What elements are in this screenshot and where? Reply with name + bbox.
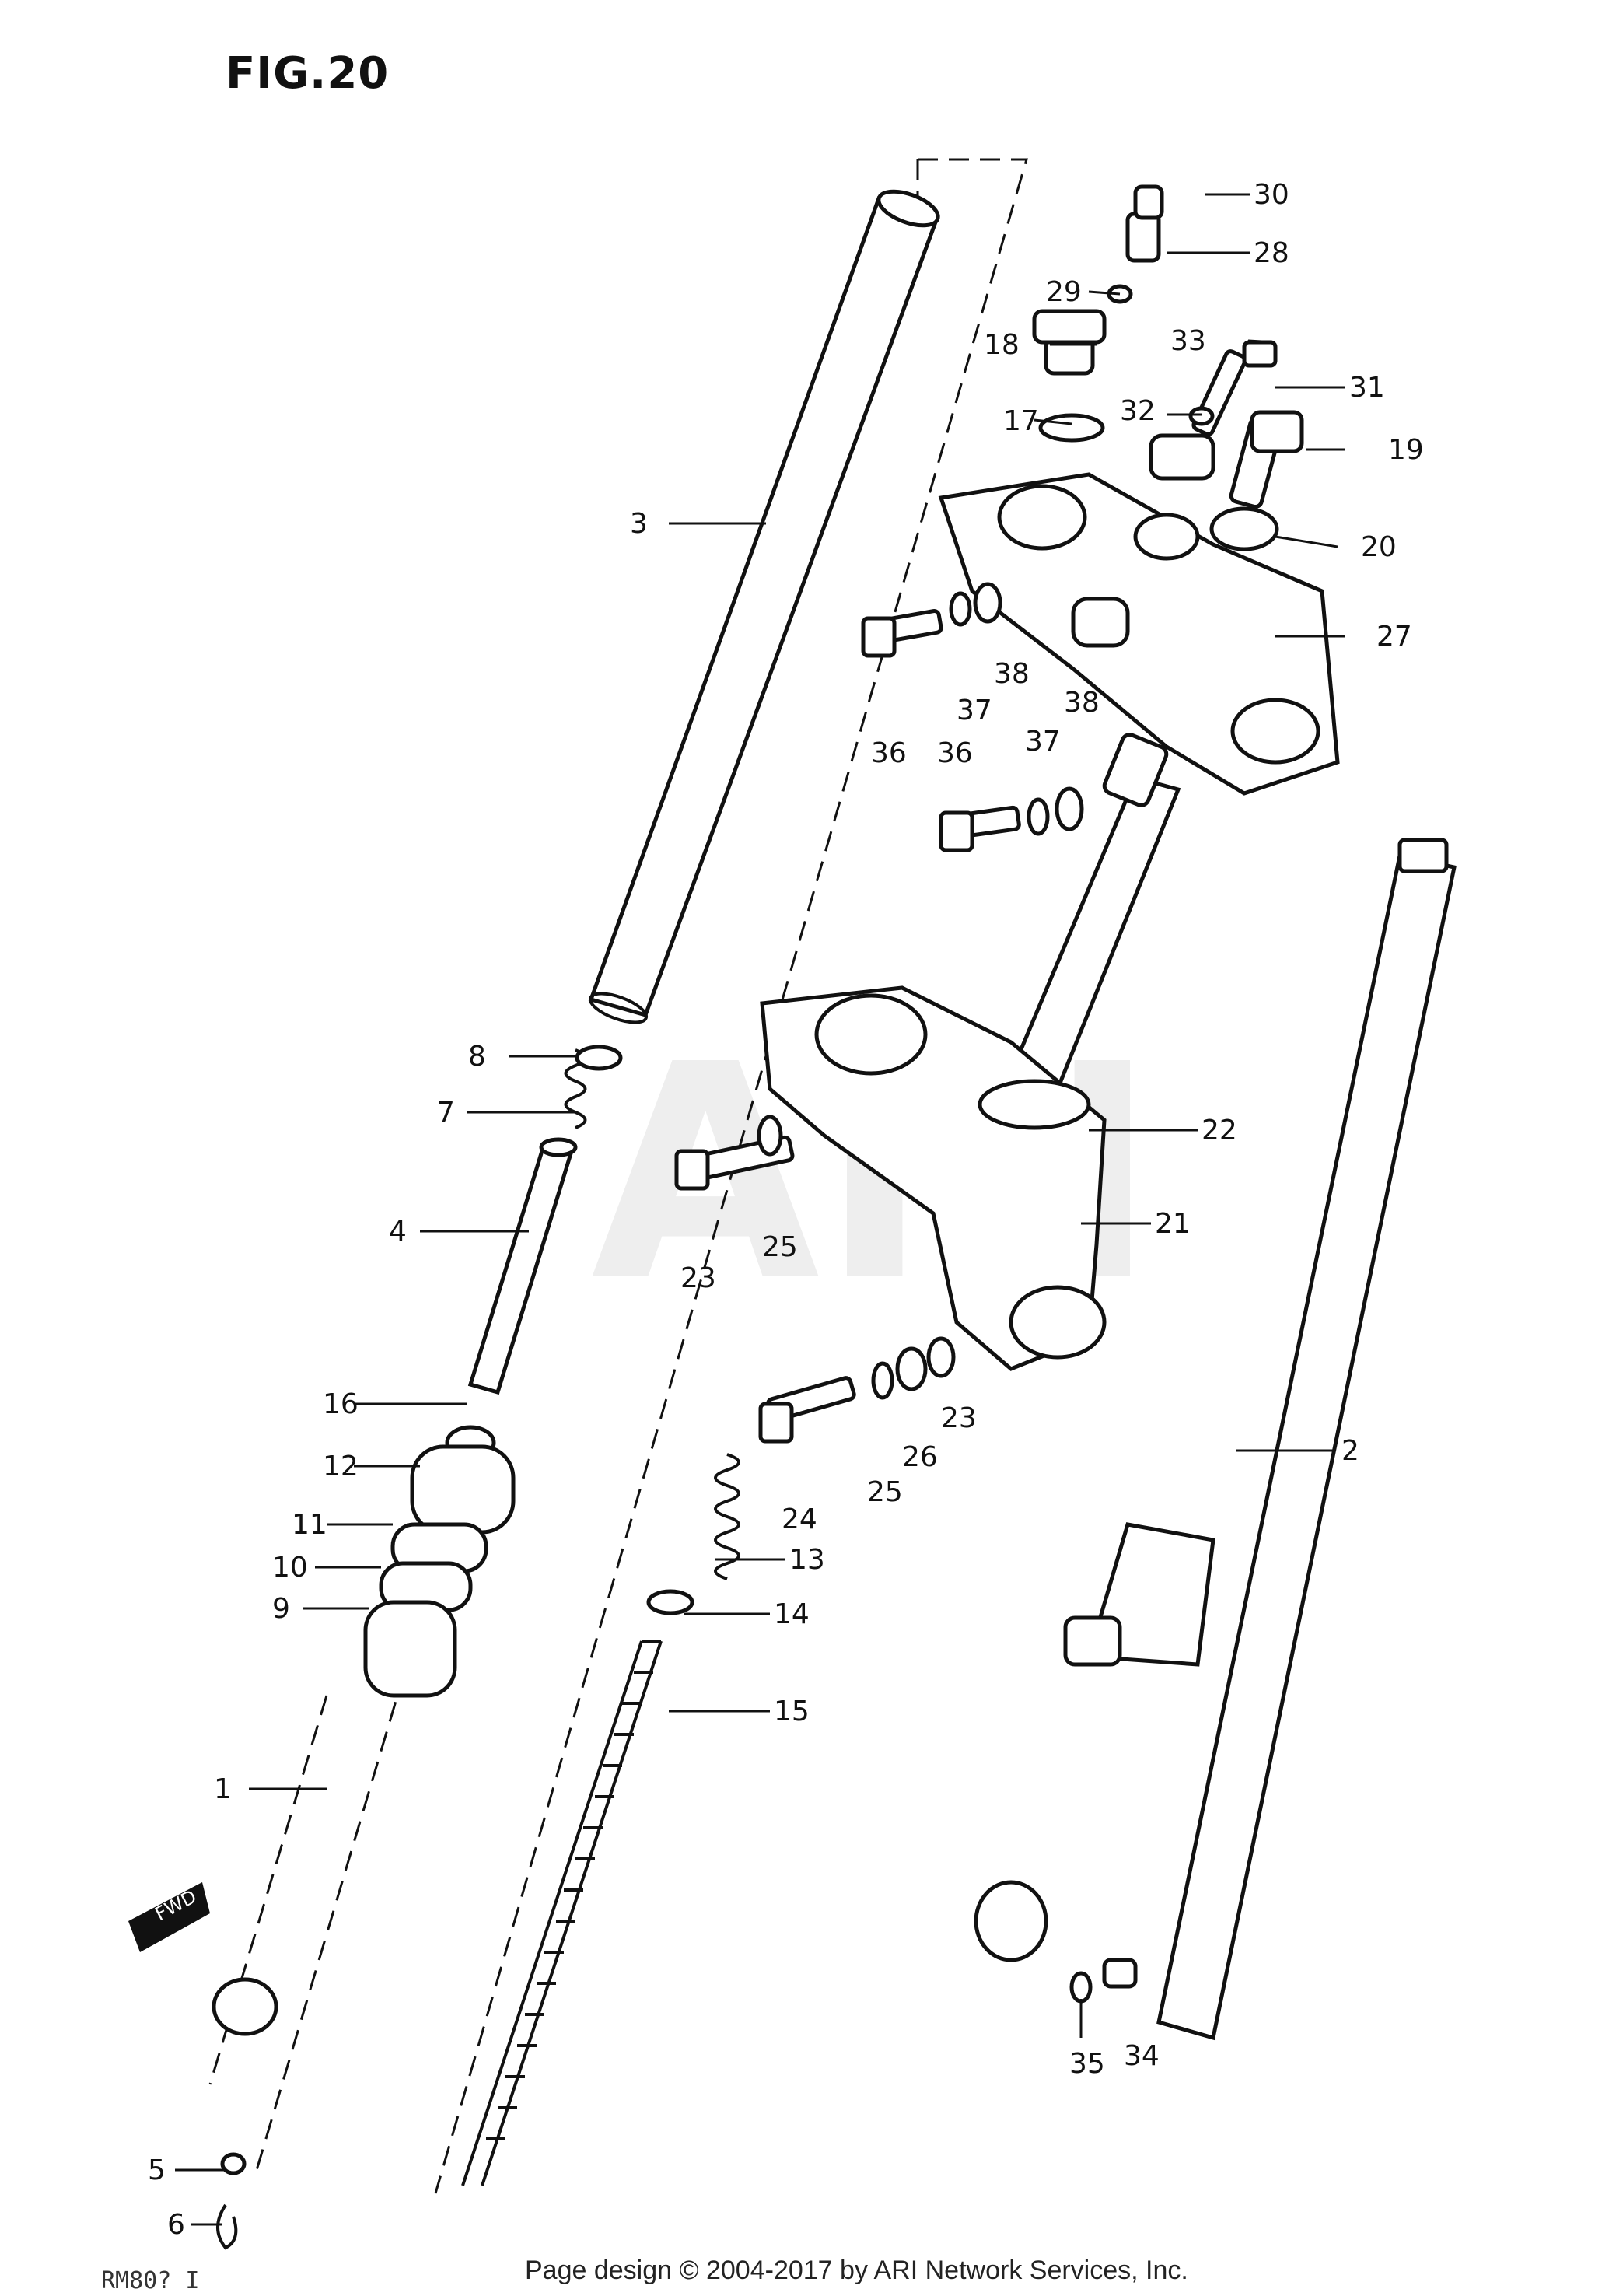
footer-credit: Page design © 2004-2017 by ARI Network S…: [525, 2256, 1188, 2285]
model-code: RM80? I: [101, 2267, 200, 2294]
callout-38-lower: 38: [1064, 687, 1100, 719]
callout-24-lower: 24: [782, 1503, 817, 1535]
callout-32: 32: [1120, 395, 1156, 427]
fork-tube-assembly: [974, 838, 1457, 2041]
upper-bracket: [938, 472, 1340, 796]
callout-9: 9: [272, 1593, 290, 1625]
outer-fork-tube: [212, 1671, 406, 2171]
callout-2: 2: [1341, 1435, 1359, 1467]
forward-direction-arrow: FWD: [128, 1882, 210, 1952]
callout-38-upper: 38: [994, 658, 1030, 690]
callout-7: 7: [437, 1097, 455, 1129]
callout-30: 30: [1254, 179, 1289, 211]
callout-25-lower: 25: [867, 1476, 903, 1508]
leader-lines: [175, 193, 1345, 2226]
callout-labels: 3 30 28 29 18 33 31 32 17 19 20 27 36 37…: [148, 179, 1424, 2241]
callout-19: 19: [1388, 434, 1424, 466]
callout-10: 10: [272, 1552, 308, 1584]
callout-18: 18: [984, 329, 1020, 361]
callout-1: 1: [214, 1773, 232, 1805]
callout-20: 20: [1361, 531, 1397, 563]
callout-28: 28: [1254, 237, 1289, 269]
callout-11: 11: [292, 1509, 327, 1541]
callout-37-lower: 37: [1025, 726, 1061, 758]
inner-fork-tube: [588, 189, 940, 1024]
callout-36-lower: 36: [937, 737, 973, 769]
callout-12: 12: [323, 1451, 359, 1482]
callout-37-upper: 37: [957, 695, 992, 726]
figure-title: FIG.20: [226, 48, 390, 99]
callout-27: 27: [1376, 621, 1412, 653]
callout-14: 14: [774, 1598, 810, 1630]
callout-22: 22: [1202, 1115, 1237, 1146]
spring-seat-washer: [646, 1589, 694, 1615]
callout-6: 6: [167, 2209, 185, 2241]
callout-16: 16: [323, 1388, 359, 1420]
callout-31: 31: [1349, 372, 1385, 404]
callout-13: 13: [789, 1544, 825, 1576]
rebound-spring: [564, 1045, 623, 1129]
callout-21: 21: [1155, 1208, 1191, 1240]
lower-bracket: [760, 985, 1107, 1371]
fork-spring: [461, 1640, 663, 2186]
callout-23: 23: [941, 1402, 977, 1434]
callout-25-upper: 25: [762, 1231, 798, 1263]
callout-5: 5: [148, 2154, 166, 2186]
callout-17: 17: [1003, 405, 1039, 437]
callout-35: 35: [1069, 2048, 1105, 2080]
callout-24-upper: 23: [680, 1262, 716, 1294]
damper-cylinder: [363, 1425, 516, 1698]
callout-34: 34: [1124, 2040, 1160, 2072]
callout-33: 33: [1170, 325, 1206, 357]
callout-4: 4: [389, 1216, 407, 1248]
callout-29: 29: [1046, 276, 1082, 308]
callout-36-upper: 36: [871, 737, 907, 769]
callout-15: 15: [774, 1696, 810, 1727]
fasteners: [216, 184, 1304, 2250]
callout-3: 3: [630, 508, 648, 540]
damper-rod: [467, 1137, 578, 1395]
callout-26: 26: [902, 1441, 938, 1473]
callout-8: 8: [468, 1041, 486, 1073]
